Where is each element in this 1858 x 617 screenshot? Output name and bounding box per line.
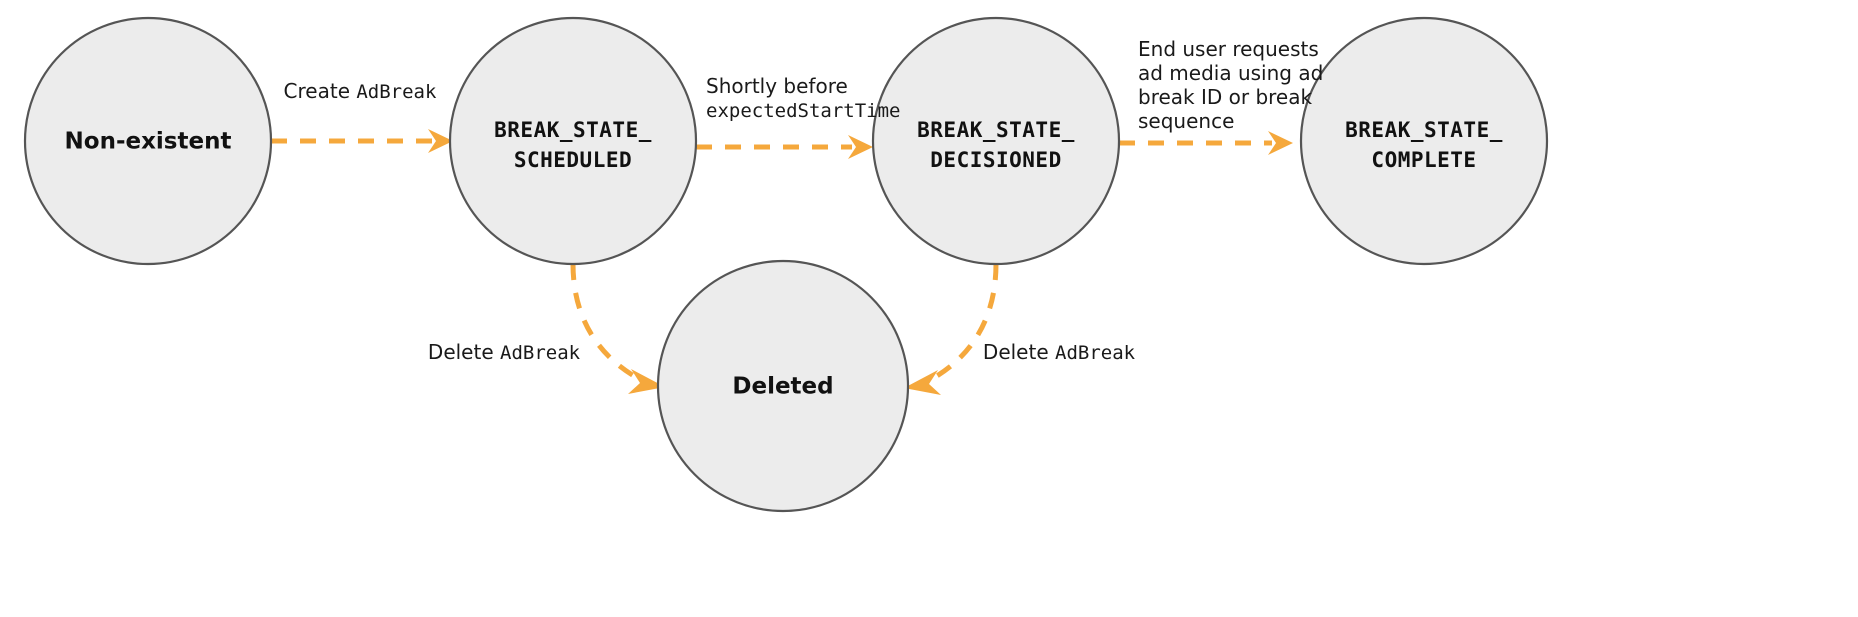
edge-label-delete-decisioned-part1: Delete bbox=[983, 340, 1055, 364]
edge-label-delete-adbreak-from-decisioned: Delete AdBreak bbox=[983, 340, 1136, 364]
node-label-non-existent: Non-existent bbox=[65, 129, 232, 155]
node-deleted[interactable]: Deleted bbox=[656, 259, 910, 513]
edge-label-delete-decisioned-part2: AdBreak bbox=[1055, 342, 1136, 364]
edge-label-end-user-requests-ad-media: End user requests ad media using ad brea… bbox=[1138, 37, 1323, 133]
node-circle-non-existent[interactable] bbox=[23, 16, 273, 266]
edge-label-end-user-line4: sequence bbox=[1138, 109, 1234, 133]
node-label-deleted: Deleted bbox=[732, 374, 833, 400]
node-label-break-state-scheduled-line2: SCHEDULED bbox=[514, 148, 632, 172]
node-break-state-complete[interactable]: BREAK_STATE_ COMPLETE bbox=[1299, 16, 1549, 266]
node-label-break-state-decisioned-line1: BREAK_STATE_ bbox=[917, 118, 1075, 142]
svg-text:Delete AdBreak: Delete AdBreak bbox=[428, 340, 581, 364]
node-break-state-decisioned[interactable]: BREAK_STATE_ DECISIONED bbox=[871, 16, 1121, 266]
edge-end-user-requests-ad-media bbox=[1119, 131, 1293, 155]
svg-text:Delete AdBreak: Delete AdBreak bbox=[983, 340, 1136, 364]
edge-label-create-adbreak-part1: Create bbox=[284, 79, 357, 103]
svg-text:Create AdBreak: Create AdBreak bbox=[284, 79, 437, 103]
edge-label-delete-scheduled-part1: Delete bbox=[428, 340, 500, 364]
edge-label-delete-scheduled-part2: AdBreak bbox=[500, 342, 581, 364]
edge-label-create-adbreak: Create AdBreak bbox=[284, 79, 437, 103]
node-circle-break-state-scheduled[interactable] bbox=[448, 16, 698, 266]
edge-create-adbreak bbox=[271, 129, 453, 153]
edge-label-shortly-before-expected-start-time: Shortly before expectedStartTime bbox=[706, 74, 900, 122]
node-label-break-state-scheduled-line1: BREAK_STATE_ bbox=[494, 118, 652, 142]
node-circle-deleted[interactable] bbox=[656, 259, 910, 513]
edge-delete-adbreak-from-decisioned bbox=[904, 263, 999, 395]
edge-label-create-adbreak-part2: AdBreak bbox=[356, 81, 437, 103]
edge-shortly-before-expected-start-time bbox=[696, 135, 873, 159]
node-break-state-scheduled[interactable]: BREAK_STATE_ SCHEDULED bbox=[448, 16, 698, 266]
edge-label-delete-adbreak-from-scheduled: Delete AdBreak bbox=[428, 340, 581, 364]
edge-label-end-user-line1: End user requests bbox=[1138, 37, 1319, 61]
node-label-break-state-complete-line1: BREAK_STATE_ bbox=[1345, 118, 1503, 142]
edge-label-end-user-line2: ad media using ad bbox=[1138, 61, 1323, 85]
node-circle-break-state-complete[interactable] bbox=[1299, 16, 1549, 266]
edge-label-expected-start-time-line2: expectedStartTime bbox=[706, 100, 900, 122]
node-label-break-state-decisioned-line2: DECISIONED bbox=[930, 148, 1061, 172]
edge-delete-adbreak-from-scheduled bbox=[570, 263, 665, 394]
node-non-existent[interactable]: Non-existent bbox=[23, 16, 273, 266]
node-label-break-state-complete-line2: COMPLETE bbox=[1371, 148, 1476, 172]
edge-label-shortly-before-line1: Shortly before bbox=[706, 74, 848, 98]
node-circle-break-state-decisioned[interactable] bbox=[871, 16, 1121, 266]
edge-label-end-user-line3: break ID or break bbox=[1138, 85, 1312, 109]
